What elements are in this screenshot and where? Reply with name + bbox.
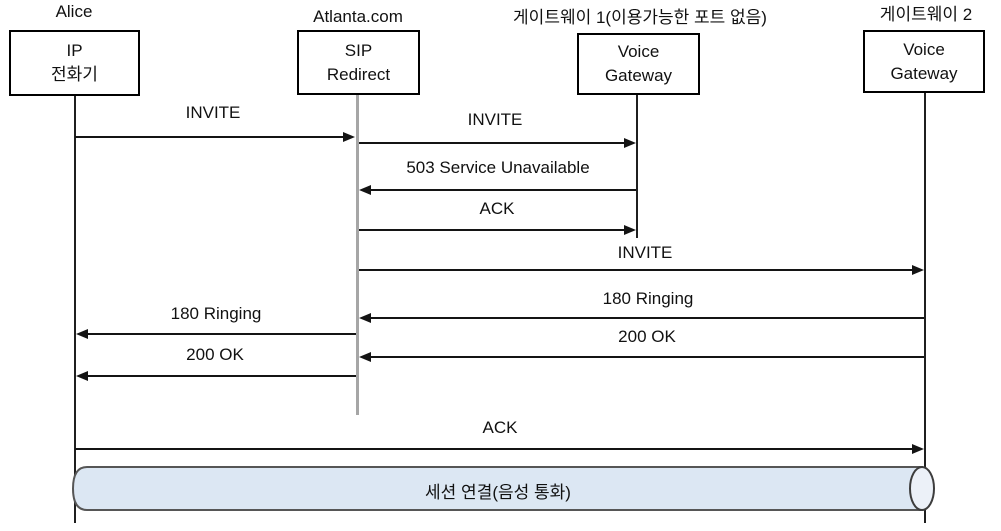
message-3-label: 503 Service Unavailable <box>406 158 590 177</box>
message-2-arrowhead-icon <box>624 138 636 148</box>
message-6-arrowhead-icon <box>359 313 371 323</box>
actor-title-gateway1: 게이트웨이 1(이용가능한 포트 없음) <box>513 8 767 27</box>
actor-box-gateway1-line2: Gateway <box>604 66 673 85</box>
actor-box-alice-line2: 전화기 <box>51 65 98 84</box>
message-6-label: 180 Ringing <box>602 289 694 308</box>
actor-box-atlanta: SIP Redirect <box>297 30 420 95</box>
message-7-line <box>88 333 356 335</box>
message-2-label: INVITE <box>467 110 523 129</box>
lifeline-gateway1 <box>636 95 638 238</box>
message-1-arrowhead-icon <box>343 132 355 142</box>
message-9-arrowhead-icon <box>76 371 88 381</box>
actor-box-gateway2-line1: Voice <box>903 39 945 59</box>
message-9-label: 200 OK <box>186 345 244 364</box>
message-8-line <box>371 356 924 358</box>
lifeline-gateway2 <box>924 93 926 523</box>
actor-box-alice: IP 전화기 <box>9 30 140 96</box>
actor-box-gateway1: Voice Gateway <box>577 33 700 95</box>
message-2-line <box>359 142 625 144</box>
message-1-line <box>75 136 345 138</box>
message-6-line <box>371 317 924 319</box>
session-cylinder-shape <box>71 466 935 511</box>
message-4-line <box>359 229 625 231</box>
message-5-arrowhead-icon <box>912 265 924 275</box>
message-10-line <box>75 448 913 450</box>
actor-box-atlanta-line1: SIP <box>344 40 373 60</box>
session-bar: 세션 연결(음성 통화) <box>63 460 953 526</box>
session-bar-label: 세션 연결(음성 통화) <box>425 483 571 502</box>
actor-box-alice-line1: IP <box>66 41 83 61</box>
message-7-arrowhead-icon <box>76 329 88 339</box>
message-9-line <box>88 375 356 377</box>
message-4-label: ACK <box>479 199 515 218</box>
actor-box-gateway2: Voice Gateway <box>863 30 985 93</box>
message-7-label: 180 Ringing <box>170 304 262 323</box>
message-10-label: ACK <box>482 418 518 437</box>
message-5-line <box>359 269 913 271</box>
actor-title-gateway2: 게이트웨이 2 <box>879 5 973 24</box>
message-4-arrowhead-icon <box>624 225 636 235</box>
lifeline-atlanta <box>356 95 359 415</box>
actor-box-gateway1-line1: Voice <box>617 42 660 62</box>
message-8-arrowhead-icon <box>359 352 371 362</box>
actor-title-atlanta: Atlanta.com <box>313 7 403 26</box>
message-5-label: INVITE <box>617 243 673 262</box>
actor-box-gateway2-line2: Gateway <box>890 63 958 83</box>
actor-title-alice: Alice <box>55 2 93 21</box>
message-1-label: INVITE <box>185 103 241 122</box>
message-10-arrowhead-icon <box>912 444 924 454</box>
actor-box-atlanta-line2: Redirect <box>326 64 391 84</box>
message-3-arrowhead-icon <box>359 185 371 195</box>
lifeline-alice <box>74 96 76 523</box>
message-8-label: 200 OK <box>618 327 676 346</box>
message-3-line <box>371 189 636 191</box>
